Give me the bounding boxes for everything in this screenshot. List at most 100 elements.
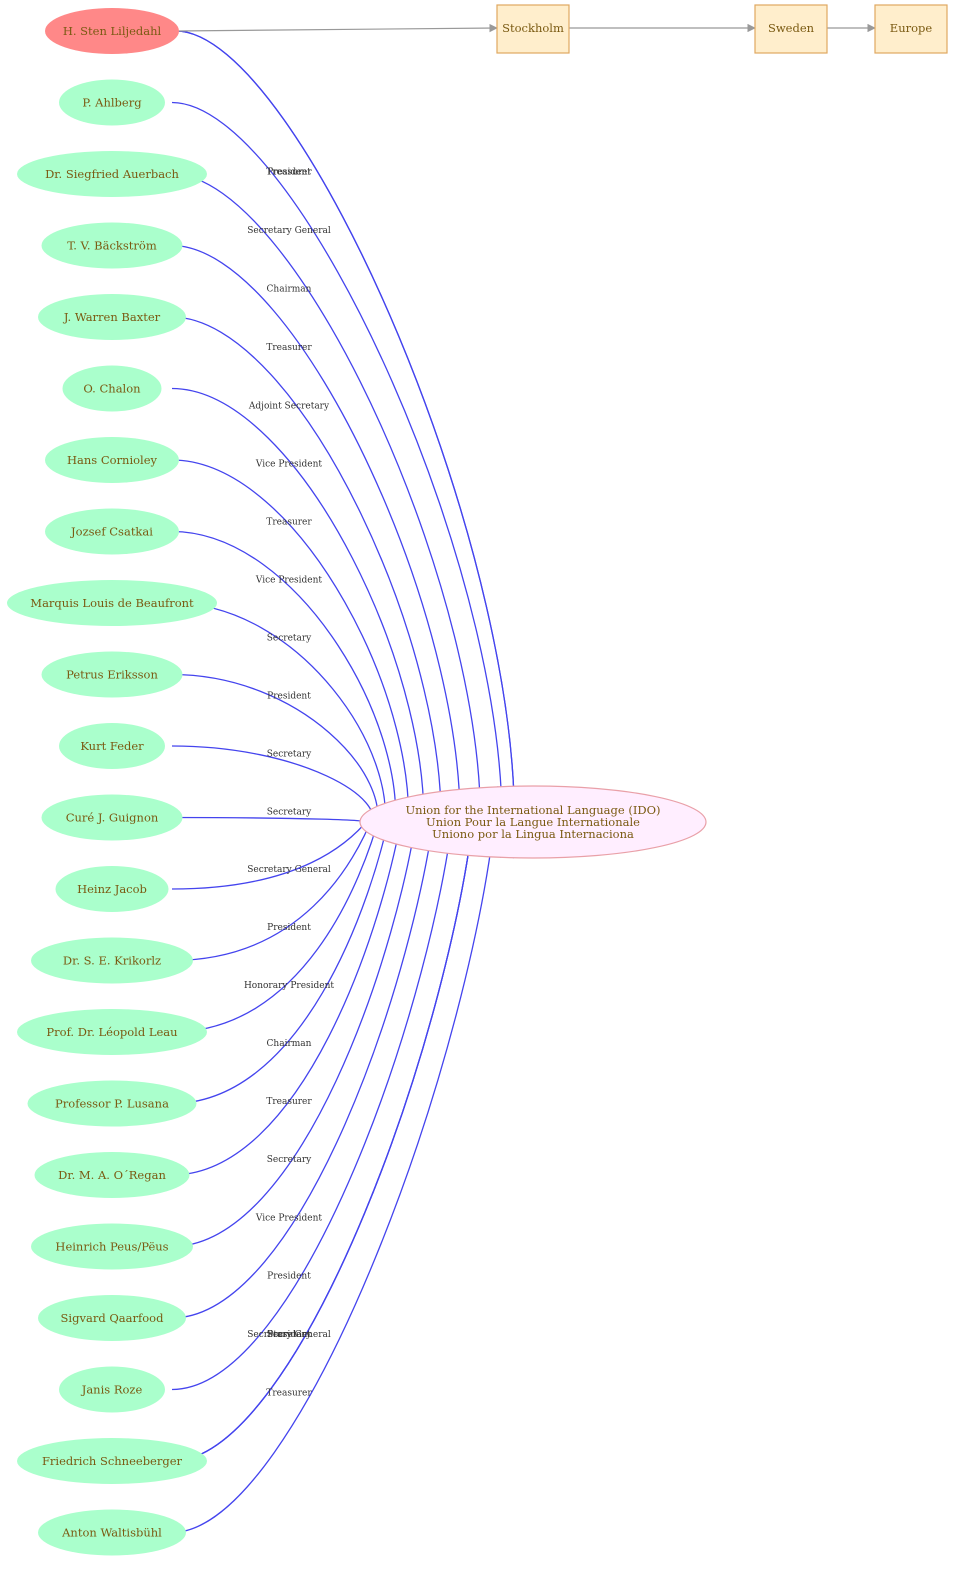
role-edge-heinrich-peus-peus — [171, 795, 424, 1248]
person-node-friedrich-schneeberger[interactable]: Friedrich Schneeberger — [17, 1438, 207, 1484]
role-label: Treasurer — [266, 1097, 312, 1107]
role-edge-anton-waltisbuhl — [171, 785, 502, 1534]
role-edge-h-sten-liljedahl — [175, 30, 519, 859]
role-label: Adjoint Secretary — [248, 401, 330, 411]
person-shape — [41, 794, 183, 841]
person-name: O. Chalon — [83, 382, 141, 396]
person-node-professor-p-lusana[interactable]: Professor P. Lusana — [27, 1080, 197, 1127]
person-shape — [31, 1223, 193, 1270]
organization-node[interactable]: Union for the International Language (ID… — [359, 785, 707, 859]
person-shape — [38, 1295, 186, 1341]
role-label: Honorary President — [244, 981, 334, 991]
person-name: Jozsef Csatkai — [70, 525, 153, 539]
person-shape — [41, 222, 183, 269]
role-label: Treasurer — [266, 167, 312, 177]
role-label: Treasurer — [266, 1389, 312, 1399]
role-edge-sigvard-qaarfood — [171, 791, 441, 1319]
person-shape — [34, 1152, 190, 1198]
role-label: President — [267, 692, 311, 702]
role-label: Vice President — [255, 460, 323, 470]
person-shape — [17, 151, 207, 197]
role-edge-j-warren-baxter — [171, 316, 445, 853]
role-label: Treasurer — [266, 518, 312, 528]
person-node-dr-s-e-krikorlz[interactable]: Dr. S. E. Krikorlz — [31, 937, 193, 984]
person-node-prof-dr-leopold-leau[interactable]: Prof. Dr. Léopold Leau — [17, 1009, 207, 1055]
person-name: Dr. S. E. Krikorlz — [63, 954, 161, 968]
person-node-j-warren-baxter[interactable]: J. Warren Baxter — [38, 294, 186, 340]
role-label: Secretary General — [247, 226, 331, 236]
person-node-dr-siegfried-auerbach[interactable]: Dr. Siegfried Auerbach — [17, 151, 207, 197]
role-label: President — [267, 1272, 311, 1282]
person-node-sigvard-qaarfood[interactable]: Sigvard Qaarfood — [38, 1295, 186, 1341]
role-edge-friedrich-schneeberger — [171, 787, 481, 1462]
person-shape — [55, 866, 169, 912]
location-node-stockholm[interactable]: Stockholm — [496, 4, 570, 54]
organization-name-line: Uniono por la Lingua Internaciona — [432, 827, 634, 841]
role-edge-cure-j-guignon — [171, 816, 369, 826]
role-edge-prof-dr-leopold-leau — [171, 807, 385, 1033]
person-node-heinz-jacob[interactable]: Heinz Jacob — [55, 866, 169, 912]
person-shape — [45, 437, 179, 483]
focus-person-node[interactable]: H. Sten Liljedahl — [45, 8, 179, 54]
person-node-janis-roze[interactable]: Janis Roze — [59, 1366, 165, 1413]
person-shape — [45, 508, 179, 555]
person-shape — [17, 1009, 207, 1055]
role-label: Secretary General — [247, 865, 331, 875]
person-node-kurt-feder[interactable]: Kurt Feder — [59, 723, 165, 769]
location-node-europe[interactable]: Europe — [874, 4, 948, 54]
role-label: Vice President — [255, 1213, 323, 1223]
person-name: Kurt Feder — [80, 739, 144, 753]
role-edge-h-sten-liljedahl — [175, 30, 519, 859]
role-edge-dr-s-e-krikorlz — [171, 811, 376, 962]
person-name: Marquis Louis de Beaufront — [30, 596, 194, 610]
person-name: Hans Cornioley — [67, 453, 158, 467]
person-name: T. V. Bäckström — [67, 239, 157, 253]
person-name: Petrus Eriksson — [66, 668, 158, 682]
person-node-marquis-louis-de-beaufront[interactable]: Marquis Louis de Beaufront — [7, 580, 217, 626]
person-node-o-chalon[interactable]: O. Chalon — [62, 365, 162, 412]
role-edge-dr-siegfried-auerbach — [171, 173, 485, 857]
person-node-heinrich-peus-peus[interactable]: Heinrich Peus/Pëus — [31, 1223, 193, 1270]
person-node-petrus-eriksson[interactable]: Petrus Eriksson — [41, 651, 183, 698]
person-node-anton-waltisbuhl[interactable]: Anton Waltisbühl — [38, 1509, 186, 1556]
location-node-sweden[interactable]: Sweden — [754, 4, 828, 54]
role-edge-professor-p-lusana — [171, 802, 395, 1105]
person-shape — [7, 580, 217, 626]
person-name: Dr. M. A. O´Regan — [58, 1168, 166, 1182]
role-edge-dr-m-a-o-regan — [171, 798, 408, 1176]
location-name: Sweden — [768, 21, 815, 35]
person-shape — [59, 723, 165, 769]
person-name: Heinrich Peus/Pëus — [55, 1240, 168, 1254]
person-node-p-ahlberg[interactable]: P. Ahlberg — [59, 79, 165, 126]
role-label: Secretary — [267, 1330, 312, 1340]
edges-layer — [171, 23, 876, 1534]
role-edge-janis-roze — [171, 789, 460, 1391]
person-name: Professor P. Lusana — [55, 1097, 169, 1111]
person-shape — [38, 294, 186, 340]
role-label: Secretary — [267, 1155, 312, 1165]
person-node-hans-cornioley[interactable]: Hans Cornioley — [45, 437, 179, 483]
role-edge-friedrich-schneeberger — [171, 787, 481, 1462]
person-node-jozsef-csatkai[interactable]: Jozsef Csatkai — [45, 508, 179, 555]
location-name: Stockholm — [502, 21, 564, 35]
role-edge-heinz-jacob — [171, 816, 371, 890]
person-node-t-v-backstrom[interactable]: T. V. Bäckström — [41, 222, 183, 269]
role-label: Secretary — [267, 634, 312, 644]
person-name: P. Ahlberg — [82, 96, 142, 110]
location-shape — [496, 4, 570, 54]
focus-person-shape — [45, 8, 179, 54]
person-name: Heinz Jacob — [77, 882, 147, 896]
role-label: President — [267, 167, 311, 177]
role-edge-marquis-louis-de-beaufront — [171, 602, 390, 838]
role-label: Vice President — [255, 576, 323, 586]
role-label: Secretary — [267, 807, 312, 817]
person-node-cure-j-guignon[interactable]: Curé J. Guignon — [41, 794, 183, 841]
person-shape — [38, 1509, 186, 1556]
role-edge-t-v-backstrom — [171, 244, 464, 855]
person-node-dr-m-a-o-regan[interactable]: Dr. M. A. O´Regan — [34, 1152, 190, 1198]
role-edge-hans-cornioley — [171, 459, 413, 846]
person-name: Janis Roze — [81, 1383, 143, 1397]
organization-name-line: Union Pour la Langue Internationale — [426, 815, 640, 829]
